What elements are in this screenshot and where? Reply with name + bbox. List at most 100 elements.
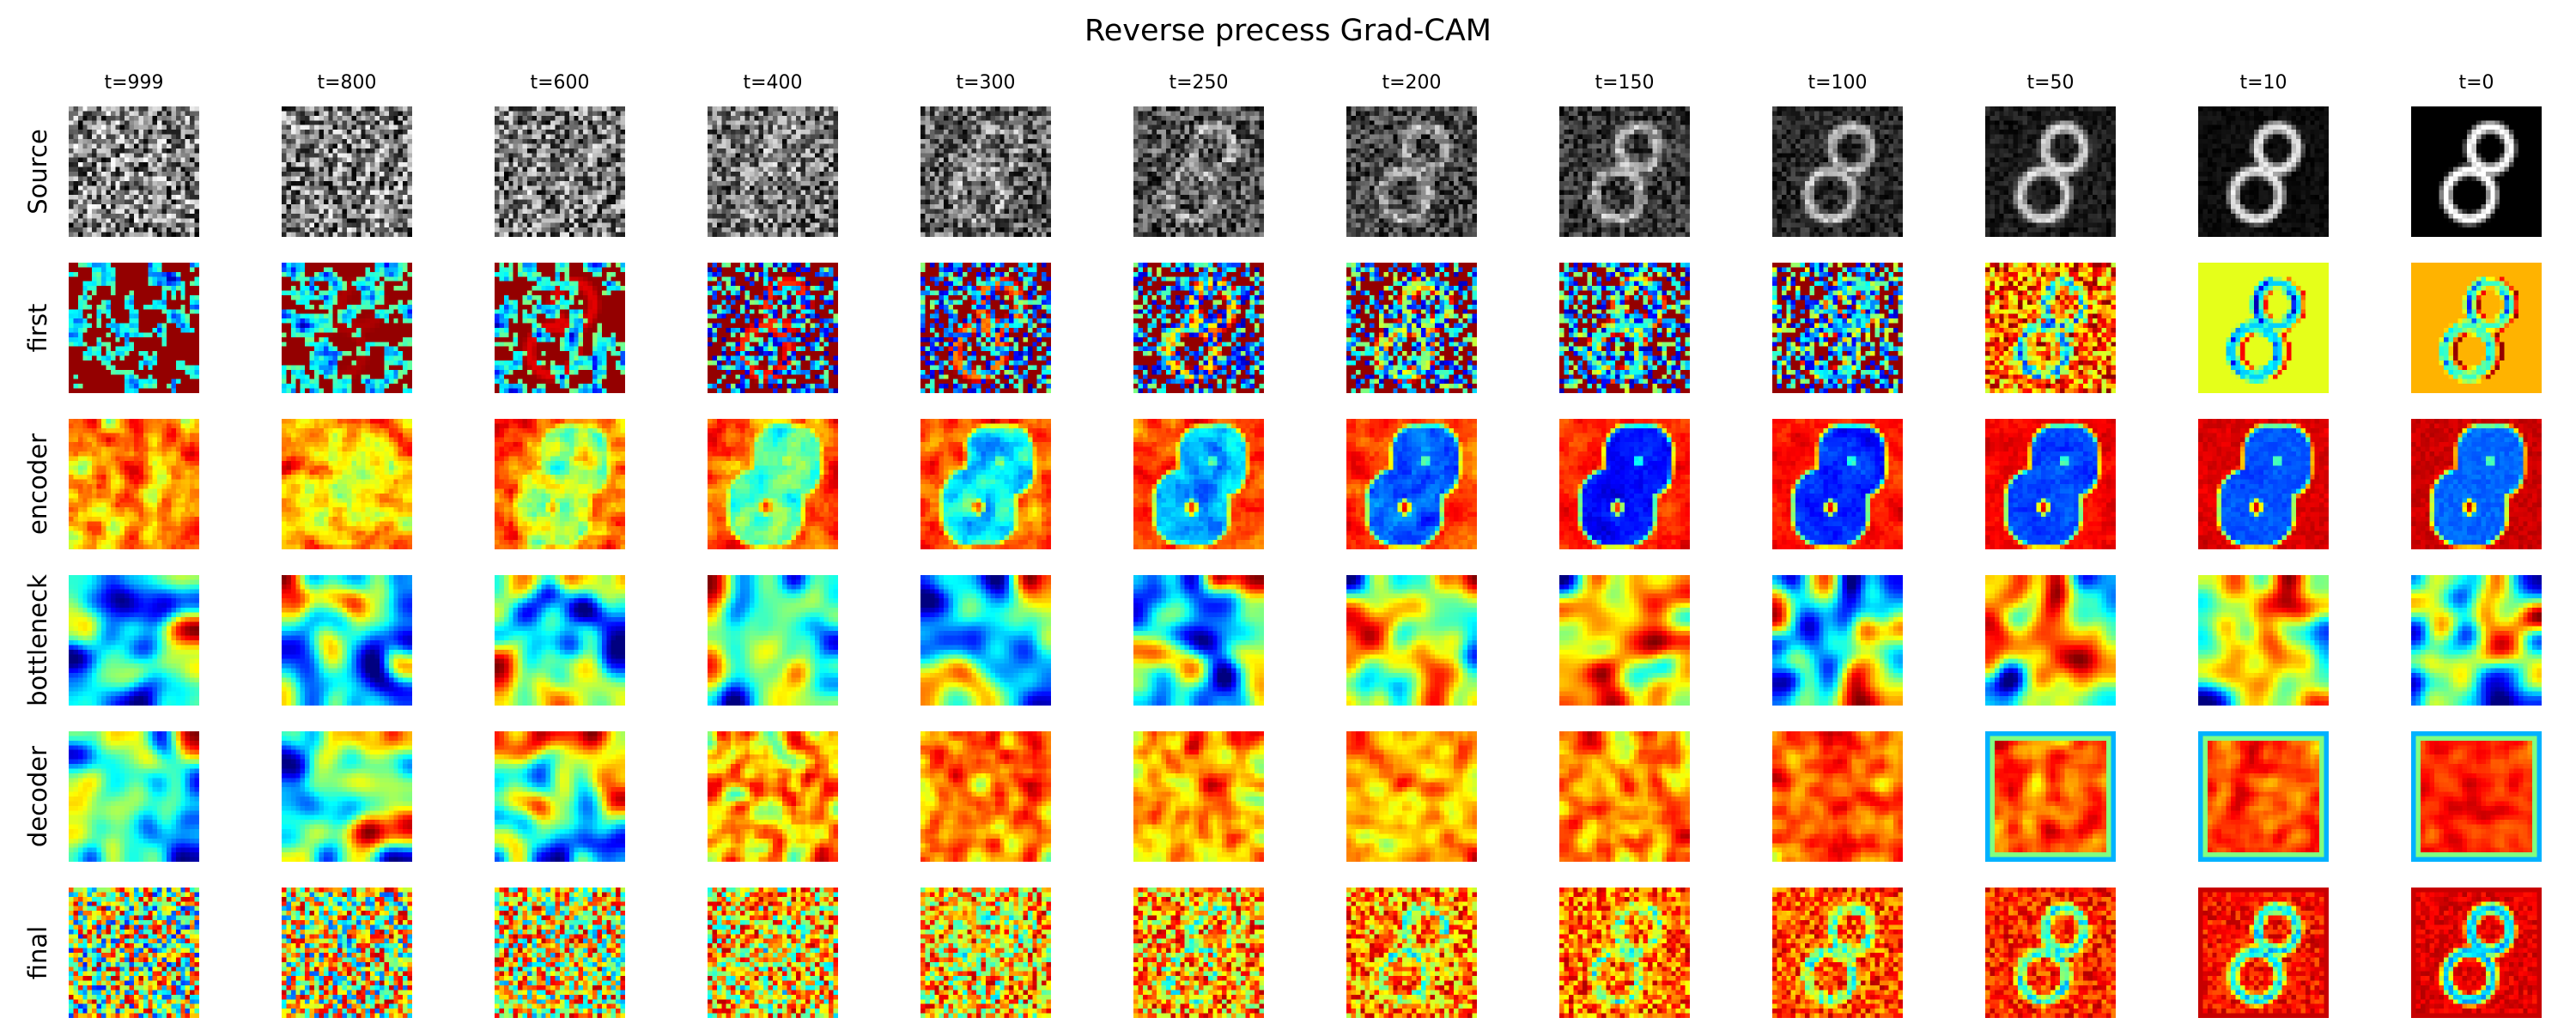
gradcam-panel [1772,419,1903,549]
gradcam-panel [282,888,412,1018]
heatmap-image [708,575,838,706]
gradcam-panel [495,419,625,549]
gradcam-panel [1133,419,1264,549]
column-label: t=300 [956,72,1016,94]
heatmap-image [1985,575,2116,706]
gradcam-panel [1772,263,1903,393]
gradcam-panel [2198,263,2329,393]
gradcam-panel [282,419,412,549]
heatmap-image [920,419,1051,549]
heatmap-image [1133,888,1264,1018]
row-label: final [23,925,52,980]
gradcam-panel [920,731,1051,862]
heatmap-image [2411,106,2542,237]
gradcam-panel [1559,888,1690,1018]
heatmap-image [2198,731,2329,862]
column-label: t=800 [317,72,377,94]
heatmap-image [920,575,1051,706]
gradcam-panel [1985,419,2116,549]
gradcam-panel [708,731,838,862]
row-label: Source [23,129,52,215]
row-label: encoder [23,433,52,536]
gradcam-panel [2411,888,2542,1018]
gradcam-panel [708,575,838,706]
heatmap-image [1985,888,2116,1018]
gradcam-panel [495,263,625,393]
heatmap-image [2198,419,2329,549]
heatmap-image [495,419,625,549]
heatmap-image [1772,419,1903,549]
gradcam-panel [1559,575,1690,706]
heatmap-image [495,575,625,706]
gradcam-panel [1772,888,1903,1018]
gradcam-panel [920,575,1051,706]
gradcam-panel [1985,888,2116,1018]
heatmap-image [1985,263,2116,393]
heatmap-image [1559,575,1690,706]
heatmap-image [69,106,199,237]
gradcam-panel [495,731,625,862]
heatmap-image [69,888,199,1018]
gradcam-panel [2411,575,2542,706]
row-label: decoder [23,745,52,848]
heatmap-image [2198,575,2329,706]
heatmap-image [1133,575,1264,706]
row-label: bottleneck [23,574,52,706]
gradcam-panel [1559,263,1690,393]
gradcam-panel [1559,419,1690,549]
heatmap-image [1772,888,1903,1018]
heatmap-image [282,263,412,393]
gradcam-panel [708,888,838,1018]
gradcam-panel [920,263,1051,393]
heatmap-image [69,419,199,549]
heatmap-image [1346,419,1477,549]
heatmap-image [282,419,412,549]
column-label: t=50 [2026,72,2075,94]
gradcam-panel [920,419,1051,549]
gradcam-panel [2411,731,2542,862]
column-label: t=999 [104,72,164,94]
heatmap-image [1559,731,1690,862]
gradcam-panel [282,106,412,237]
gradcam-panel [1985,731,2116,862]
heatmap-image [282,888,412,1018]
heatmap-image [495,731,625,862]
heatmap-image [2411,263,2542,393]
heatmap-image [282,731,412,862]
heatmap-image [1559,888,1690,1018]
gradcam-panel [1133,575,1264,706]
heatmap-image [1346,888,1477,1018]
heatmap-image [708,888,838,1018]
heatmap-image [1985,106,2116,237]
heatmap-image [1772,731,1903,862]
gradcam-panel [708,263,838,393]
heatmap-image [1346,106,1477,237]
heatmap-image [1346,263,1477,393]
column-label: t=200 [1382,72,1442,94]
gradcam-panel [1985,263,2116,393]
heatmap-image [2198,263,2329,393]
heatmap-image [708,263,838,393]
gradcam-panel [2198,575,2329,706]
heatmap-image [1772,575,1903,706]
row-label: first [23,303,52,353]
heatmap-image [708,106,838,237]
gradcam-panel [1133,263,1264,393]
heatmap-image [1559,419,1690,549]
heatmap-image [1133,419,1264,549]
heatmap-image [1133,731,1264,862]
heatmap-image [1346,731,1477,862]
gradcam-panel [282,731,412,862]
heatmap-image [1346,575,1477,706]
gradcam-panel [1346,888,1477,1018]
gradcam-panel [1559,731,1690,862]
column-label: t=250 [1169,72,1229,94]
heatmap-image [2411,731,2542,862]
heatmap-image [708,731,838,862]
gradcam-panel [708,419,838,549]
gradcam-panel [1559,106,1690,237]
heatmap-image [1133,106,1264,237]
gradcam-panel [69,419,199,549]
gradcam-panel [1133,731,1264,862]
gradcam-panel [1346,106,1477,237]
